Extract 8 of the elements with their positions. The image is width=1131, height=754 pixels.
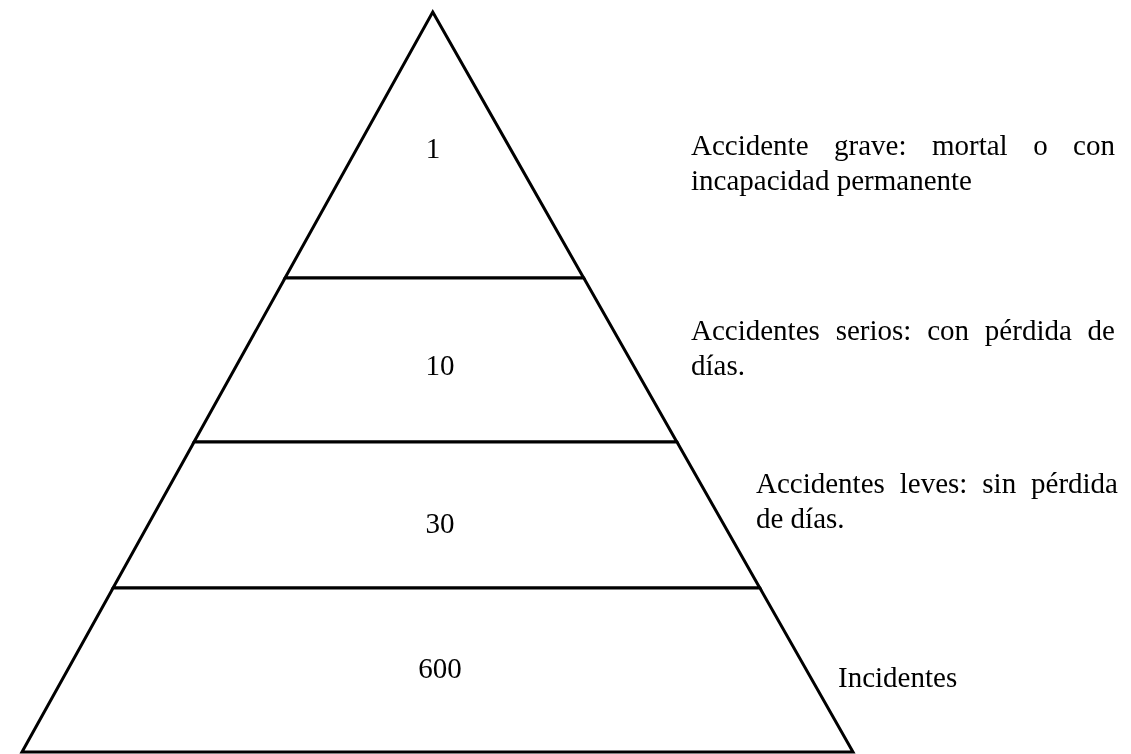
count-label: 30	[425, 506, 455, 540]
level-description: Incidentes	[838, 660, 959, 695]
count-label: 10	[425, 348, 455, 382]
level-description: Accidentes leves: sin pérdida de días.	[756, 466, 1118, 536]
level-description: Accidentes serios: con pérdida de días.	[691, 313, 1115, 383]
level-description: Accidente grave: mortal o con incapacidad permanente	[691, 128, 1115, 198]
count-label: 1	[425, 131, 441, 165]
count-label: 600	[418, 651, 462, 685]
